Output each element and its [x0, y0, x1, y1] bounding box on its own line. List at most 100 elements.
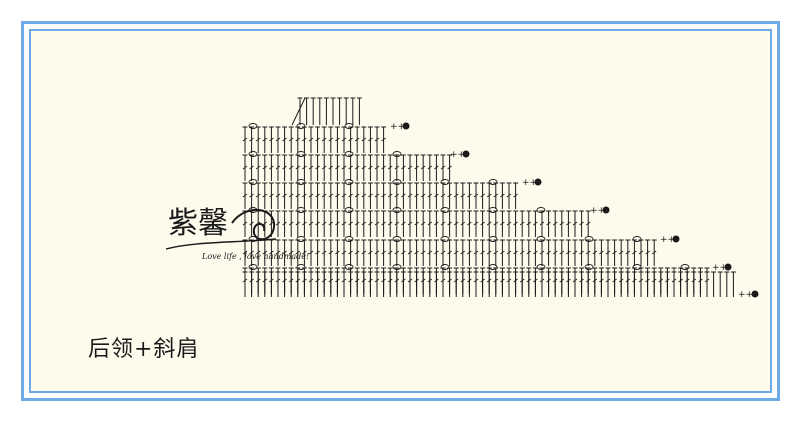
stitch-slash	[407, 250, 413, 255]
stitch-slash	[486, 221, 492, 226]
stitch-slash	[605, 250, 611, 255]
chain-oval	[536, 264, 546, 270]
stitch-slash	[335, 137, 340, 142]
stitch-slash	[453, 250, 459, 255]
stitch-slash	[255, 165, 261, 170]
stitch-slash	[302, 221, 307, 226]
stitch-slash	[308, 137, 314, 142]
stitch-slash	[341, 250, 347, 255]
stitch-slash	[321, 137, 327, 142]
stitch-slash	[262, 250, 268, 255]
stitch-slash	[302, 193, 307, 198]
stitch-slash	[282, 137, 287, 142]
stitch-slash	[295, 165, 301, 170]
stitch-slash	[255, 250, 261, 255]
stitch-slash	[328, 221, 334, 226]
stitch-slash	[513, 193, 518, 198]
stitch-slash	[453, 193, 459, 198]
stitch-slash	[341, 221, 347, 226]
stitch-slash	[427, 165, 433, 170]
stitch-slash	[420, 193, 426, 198]
stitch-slash	[414, 221, 419, 226]
chain-oval	[392, 236, 402, 242]
stitch-slash	[348, 250, 353, 255]
stitch-slash	[282, 165, 287, 170]
stitch-slash	[427, 250, 433, 255]
chain-oval	[392, 207, 402, 213]
stitch-slash	[533, 250, 538, 255]
stitch-slash	[381, 250, 386, 255]
stitch-slash	[282, 221, 287, 226]
neck-edge	[291, 97, 306, 126]
chain-oval	[296, 151, 306, 157]
stitch-slash	[493, 250, 499, 255]
stitch-slash	[427, 221, 433, 226]
stitch-slash	[407, 193, 413, 198]
stitch-slash	[546, 221, 551, 226]
stitch-slash	[566, 250, 571, 255]
stitch-slash	[275, 193, 281, 198]
logo-art: 紫馨 Love life , love handmade!	[165, 206, 309, 261]
stitch-slash	[335, 221, 340, 226]
stitch-slash	[288, 137, 294, 142]
end-dot	[402, 122, 410, 130]
stitch-slash	[381, 193, 386, 198]
stitch-slash	[315, 165, 320, 170]
diagram-caption: 后领+斜肩	[88, 337, 200, 362]
stitch-slash	[249, 221, 254, 226]
chain-oval	[344, 151, 354, 157]
stitch-slash	[480, 193, 485, 198]
chain-oval	[680, 264, 690, 270]
stitch-slash	[579, 221, 584, 226]
stitch-slash	[407, 165, 413, 170]
chain-oval	[296, 264, 306, 270]
stitch-slash	[374, 165, 380, 170]
stitch-slash	[453, 221, 459, 226]
stitch-slash	[387, 193, 393, 198]
stitch-slash	[321, 250, 327, 255]
stitch-slash	[262, 193, 268, 198]
stitch-slash	[440, 193, 446, 198]
stitch-slash	[255, 193, 261, 198]
chain-oval	[488, 236, 498, 242]
stitch-slash	[374, 221, 380, 226]
stitch-slash	[368, 221, 373, 226]
sc-mark: ++	[522, 178, 537, 188]
stitch-slash	[447, 165, 452, 170]
stitch-slash	[486, 250, 492, 255]
stitch-slash	[295, 137, 301, 142]
chain-oval	[584, 264, 594, 270]
stitch-slash	[374, 193, 380, 198]
stitch-slash	[434, 250, 439, 255]
stitch-slash	[321, 193, 327, 198]
stitch-slash	[249, 193, 254, 198]
stitch-slash	[473, 221, 479, 226]
stitch-slash	[282, 193, 287, 198]
stitch-slash	[302, 137, 307, 142]
chain-oval	[392, 264, 402, 270]
stitch-slash	[440, 250, 446, 255]
end-dot	[602, 206, 610, 214]
stitch-slash	[269, 221, 274, 226]
chain-oval	[344, 207, 354, 213]
stitch-slash	[407, 221, 413, 226]
stitch-slash	[242, 250, 248, 255]
stitch-slash	[480, 221, 485, 226]
stitch-slash	[249, 137, 254, 142]
sc-mark: ++	[590, 206, 605, 216]
stitch-slash	[315, 250, 320, 255]
stitch-slash	[315, 221, 320, 226]
stitch-slash	[506, 221, 512, 226]
stitch-slash	[394, 250, 400, 255]
stitch-slash	[354, 137, 360, 142]
stitch-slash	[612, 250, 617, 255]
stitch-slash	[539, 250, 545, 255]
stitch-slash	[335, 193, 340, 198]
chain-oval	[344, 236, 354, 242]
stitch-slash	[401, 221, 406, 226]
stitch-slash	[269, 165, 274, 170]
stitch-slash	[348, 193, 353, 198]
chain-oval	[344, 264, 354, 270]
chain-oval	[344, 179, 354, 185]
